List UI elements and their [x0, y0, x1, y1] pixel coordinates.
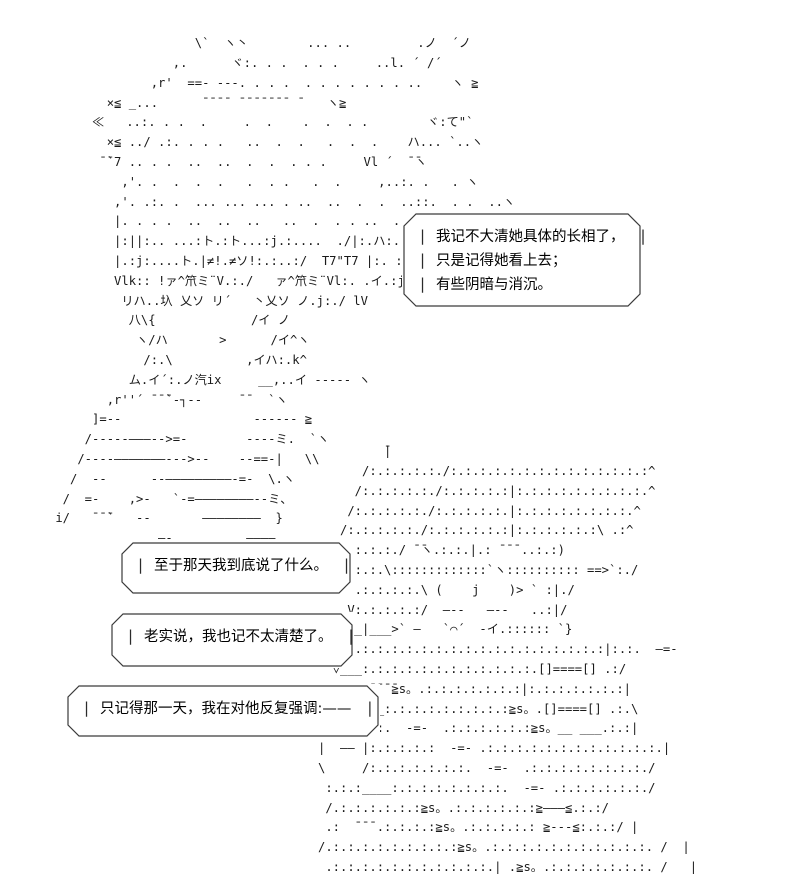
balloon-line-text: 我记不大清她具体的长相了， — [436, 229, 625, 245]
speech-balloon-what-i-said[interactable]: | 至于那天我到底说了什么。 | — [120, 541, 352, 595]
balloon-right-bar: | — [342, 556, 352, 574]
speech-balloon-repeating[interactable]: | 只记得那一天，我在对他反复强调:—— | — [66, 684, 380, 738]
speech-balloon-honestly[interactable]: | 老实说，我也记不太清楚了。 | — [110, 612, 356, 668]
balloon-line: | 老实说，我也记不太清楚了。 | — [126, 625, 356, 649]
balloon-left-bar: | — [136, 556, 146, 574]
balloon-line: | 只是记得她看上去； — [418, 249, 622, 273]
balloon-right-bar: | — [365, 699, 375, 717]
speech-balloon-appearance[interactable]: | 我记不大清她具体的长相了， | | 只是记得她看上去； | 有些阴暗与消沉。 — [402, 212, 648, 308]
balloon-line-text: 有些阴暗与消沉。 — [436, 277, 553, 293]
balloon-text: | 我记不大清她具体的长相了， | | 只是记得她看上去； | 有些阴暗与消沉。 — [418, 225, 648, 297]
balloon-text: | 老实说，我也记不太清楚了。 | — [126, 625, 356, 649]
balloon-right-bar: | — [638, 227, 648, 245]
balloon-line-text: 只是记得她看上去； — [436, 253, 567, 269]
balloon-line: | 只记得那一天，我在对他反复强调:—— | — [82, 697, 374, 721]
balloon-line: | 我记不大清她具体的长相了， | — [418, 225, 648, 249]
balloon-left-bar: | — [418, 251, 428, 269]
balloon-line-text: 老实说，我也记不太清楚了。 — [144, 629, 333, 645]
balloon-left-bar: | — [418, 275, 428, 293]
ascii-art-character-lower: ̄| /:.:.:.:.:./:.:.:.:.:.:.:.:.:.:.:.:.:… — [318, 444, 698, 874]
balloon-left-bar: | — [418, 227, 428, 245]
balloon-line-text: 至于那天我到底说了什么。 — [154, 558, 329, 574]
balloon-left-bar: | — [126, 627, 136, 645]
balloon-left-bar: | — [82, 699, 92, 717]
balloon-text: | 只记得那一天，我在对他反复强调:—— | — [82, 697, 374, 721]
balloon-line-text: 只记得那一天，我在对他反复强调:—— — [100, 701, 352, 717]
balloon-text: | 至于那天我到底说了什么。 | — [136, 554, 351, 578]
balloon-right-bar: | — [346, 627, 356, 645]
balloon-line: | 有些阴暗与消沉。 — [418, 273, 622, 297]
balloon-line: | 至于那天我到底说了什么。 | — [136, 554, 351, 578]
